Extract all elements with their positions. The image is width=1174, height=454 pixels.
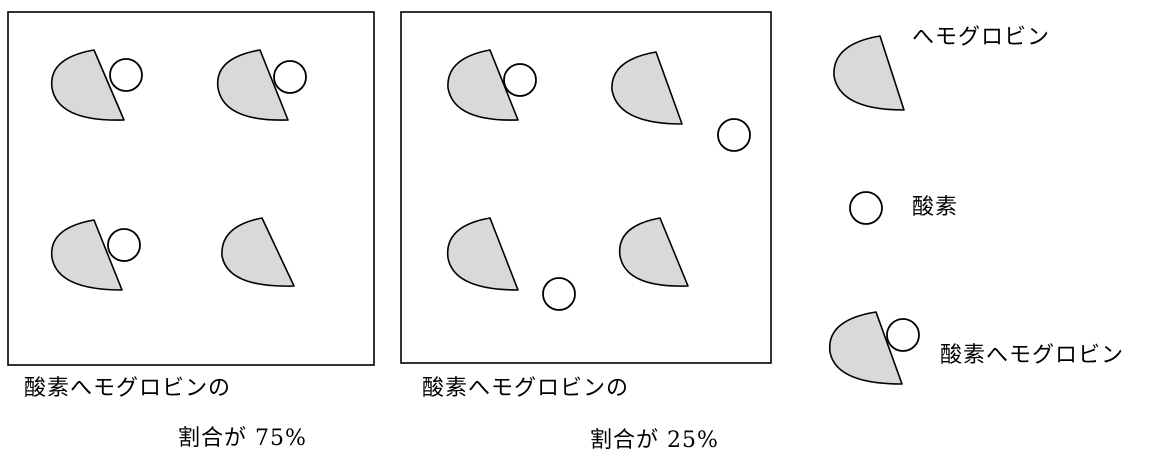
panel-75-caption-line2: 割合が 75% xyxy=(178,426,307,451)
oxygen-circle xyxy=(107,228,141,262)
oxyhemoglobin-molecule xyxy=(447,49,537,121)
hemoglobin-molecule xyxy=(221,217,295,287)
legend-hemoglobin-shape xyxy=(833,35,905,111)
hemoglobin-molecule xyxy=(618,217,689,287)
legend-hemoglobin-label: へモグロビン xyxy=(912,25,1051,50)
hemoglobin-shape xyxy=(216,49,289,121)
free-oxygen-circle xyxy=(717,118,751,152)
hemoglobin-shape xyxy=(611,51,683,125)
hemoglobin-shape xyxy=(447,49,519,121)
panel-25 xyxy=(400,11,772,364)
free-oxygen-circle xyxy=(542,277,576,311)
hemoglobin-shape xyxy=(50,219,123,291)
hemoglobin-molecule xyxy=(446,217,519,291)
legend-oxyhemoglobin-label: 酸素へモグロビン xyxy=(940,343,1125,368)
legend-oxyhemoglobin-shape xyxy=(828,311,903,385)
oxyhemoglobin-molecule xyxy=(50,49,143,121)
oxygen-circle xyxy=(109,58,143,92)
panel-25-caption-line1: 酸素へモグロビンの xyxy=(422,376,630,401)
oxygen-circle xyxy=(273,60,307,94)
hemoglobin-shape xyxy=(446,217,519,291)
panel-75-caption-line1: 酸素へモグロビンの xyxy=(24,376,232,401)
hemoglobin-shape xyxy=(221,217,295,287)
hemoglobin-shape xyxy=(618,217,689,287)
hemoglobin-molecule xyxy=(611,51,683,125)
oxyhemoglobin-molecule xyxy=(50,219,141,291)
legend-oxygen-label: 酸素 xyxy=(912,195,959,220)
legend-oxygen-circle xyxy=(849,191,883,225)
oxyhemoglobin-molecule xyxy=(216,49,307,121)
hemoglobin-shape xyxy=(50,49,125,121)
panel-25-caption-line2: 割合が 25% xyxy=(590,428,719,453)
panel-75 xyxy=(7,11,375,366)
legend-oxyhemoglobin-circle xyxy=(886,318,920,352)
oxygen-circle xyxy=(503,63,537,97)
legend xyxy=(828,35,920,385)
